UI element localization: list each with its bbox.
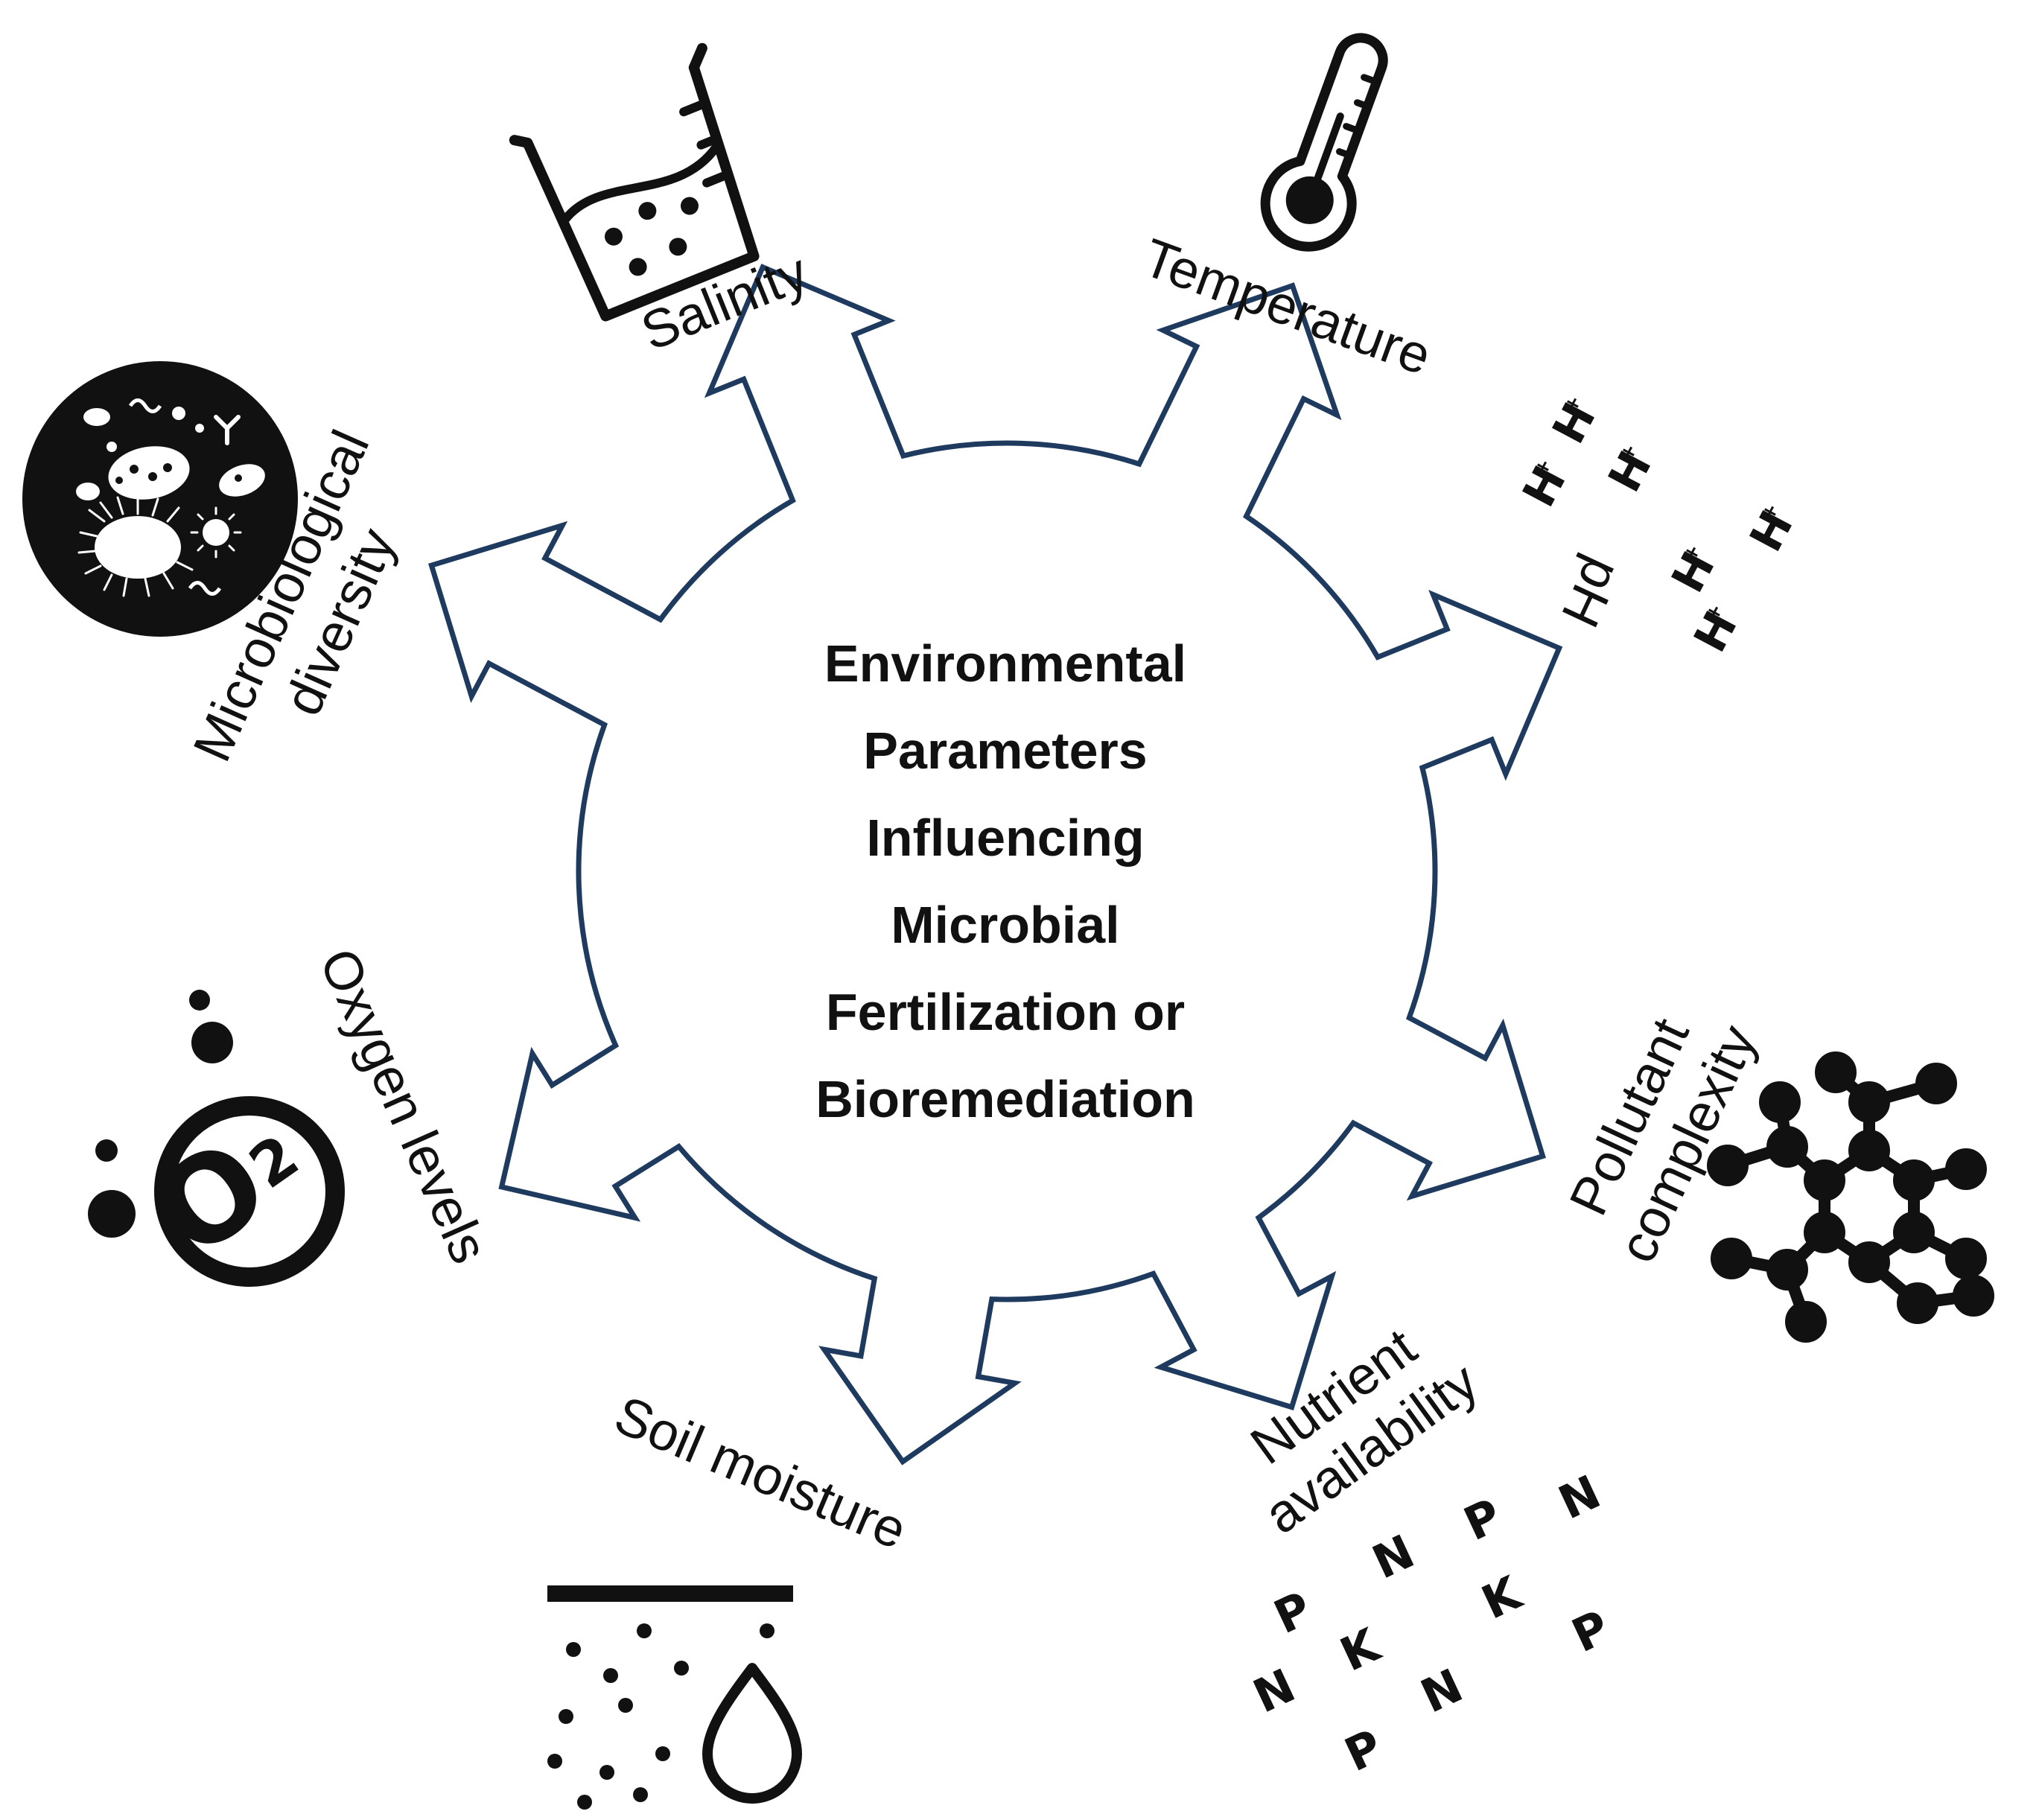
nutrient-letter: N (1364, 1524, 1422, 1589)
beaker-icon (509, 42, 760, 322)
hydrogen-ions-icon: H+ H+ H+ H+ H+ H+ (1512, 392, 1803, 661)
nutrient-letter: N (1413, 1658, 1471, 1723)
o2-bubbles-icon: O 2 (88, 990, 345, 1287)
pollutant-complexity-label: Pollutant complexity (1559, 1010, 1769, 1271)
nutrient-letter: K (1474, 1565, 1530, 1629)
nutrient-letter: K (1332, 1617, 1389, 1681)
center-title: Environmental Parameters Influencing Mic… (815, 634, 1195, 1128)
center-title-line-3: Influencing (866, 809, 1144, 867)
thermometer-icon (1260, 33, 1388, 252)
center-title-line-4: Microbial (891, 896, 1119, 954)
nutrient-letter: P (1456, 1488, 1510, 1551)
microbes-icon (22, 361, 298, 637)
nutrient-letter: P (1337, 1719, 1390, 1782)
nutrient-letter: P (1266, 1581, 1320, 1644)
nutrient-letter: P (1564, 1600, 1617, 1663)
center-title-line-5: Fertilization or (826, 983, 1185, 1041)
ph-label: pH (1550, 549, 1632, 636)
center-title-line-2: Parameters (863, 722, 1147, 780)
nutrient-letter: N (1245, 1658, 1303, 1723)
center-title-line-1: Environmental (824, 634, 1186, 693)
molecule-icon (1707, 1051, 1994, 1343)
soil-water-drop-icon (547, 1585, 802, 1810)
center-title-line-6: Bioremediation (815, 1070, 1195, 1128)
hub-ring-with-arrows (428, 264, 1563, 1466)
nutrient-letter: N (1550, 1464, 1609, 1530)
